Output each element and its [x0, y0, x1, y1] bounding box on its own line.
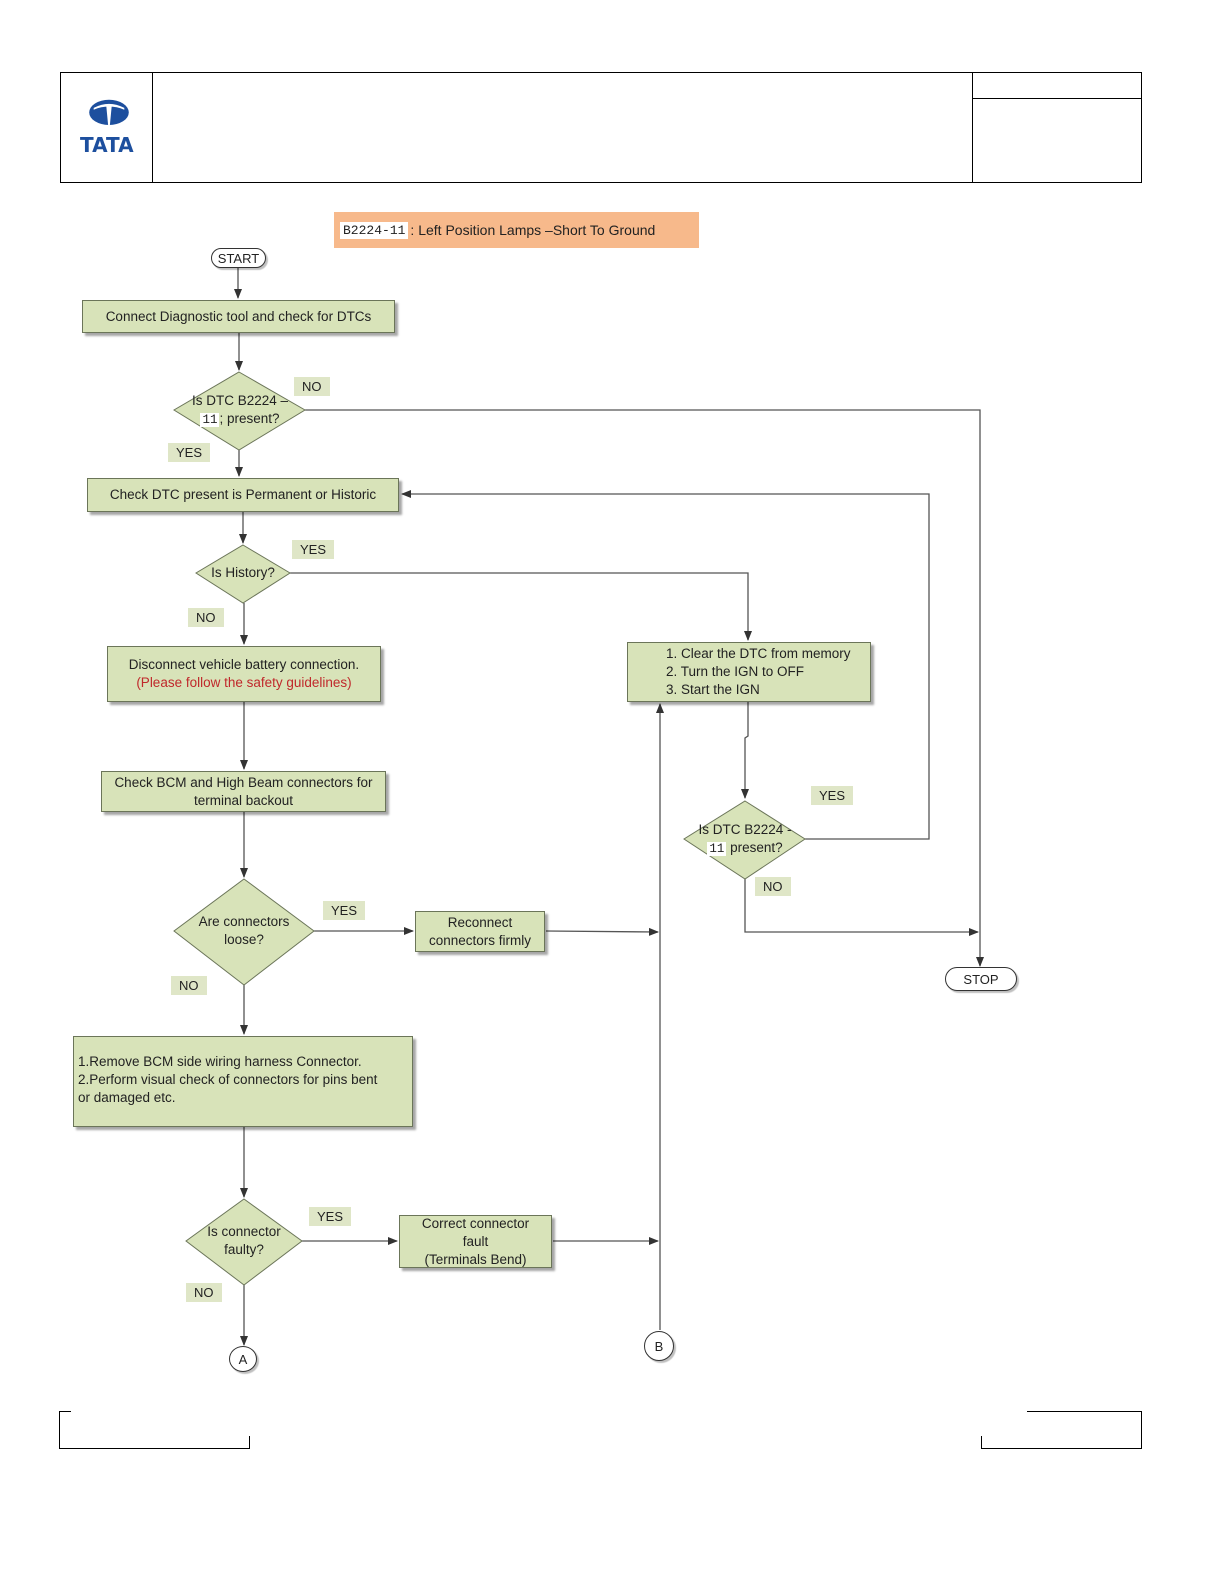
label-no-history: NO [188, 608, 224, 627]
step-clear-dtc: 1. Clear the DTC from memory 2. Turn the… [627, 642, 871, 702]
label-no-loose: NO [171, 976, 207, 995]
header-divider-right [972, 72, 973, 183]
stop-terminator: STOP [945, 967, 1017, 991]
header-divider-logo [152, 72, 153, 183]
diamond-dtc-present-1 [173, 371, 306, 451]
header-frame-top [60, 72, 1142, 73]
step-remove-bcm-harness: 1.Remove BCM side wiring harness Connect… [73, 1036, 413, 1127]
footer-right-tick [981, 1436, 982, 1449]
dtc-code: B2224-11 [340, 221, 409, 239]
dtc-title-banner: B2224-11 : Left Position Lamps –Short To… [334, 212, 699, 248]
start-terminator: START [211, 248, 266, 268]
footer-left-tick [249, 1436, 250, 1449]
diamond-history [195, 544, 291, 604]
label-no-dtc-present-2: NO [755, 877, 791, 896]
tata-logo-icon [89, 99, 129, 125]
diamond-loose [173, 878, 315, 986]
decision-dtc-present-1-text: Is DTC B2224 – 11; present? [191, 393, 289, 427]
connector-a: A [229, 1346, 257, 1372]
footer-left-top [59, 1411, 71, 1412]
decision-loose-text: Are connectors loose? [198, 914, 290, 947]
label-yes-loose: YES [323, 901, 366, 920]
footer-right-bottom [981, 1448, 1142, 1449]
label-yes-dtc-present-1: YES [168, 443, 211, 462]
diamond-dtc-present-2 [683, 800, 806, 880]
step-check-permanent-historic: Check DTC present is Permanent or Histor… [87, 478, 399, 512]
label-yes-dtc-present-2: YES [811, 786, 854, 805]
footer-left-bottom [59, 1448, 250, 1449]
step-check-bcm-connectors: Check BCM and High Beam connectors for t… [101, 771, 386, 812]
diamond-faulty [185, 1198, 303, 1286]
label-yes-history: YES [292, 540, 335, 559]
label-no-dtc-present-1: NO [294, 377, 330, 396]
label-yes-faulty: YES [309, 1207, 352, 1226]
header-right-subdivider [972, 98, 1142, 99]
footer-right-top [1027, 1411, 1142, 1412]
step-correct-connector-fault: Correct connector fault (Terminals Bend) [399, 1215, 552, 1268]
decision-diamonds [173, 371, 806, 1286]
footer-left-side [59, 1411, 60, 1449]
connector-b: B [644, 1331, 674, 1361]
decision-history-text: Is History? [211, 565, 275, 580]
decision-dtc-present-2-text: Is DTC B2224 - 11 present? [698, 822, 792, 856]
dtc-title-text: : Left Position Lamps –Short To Ground [410, 222, 656, 238]
step-connect-diagnostic: Connect Diagnostic tool and check for DT… [82, 300, 395, 333]
safety-warning: (Please follow the safety guidelines) [136, 675, 352, 690]
header-frame-left [60, 72, 61, 183]
step-disconnect-battery: Disconnect vehicle battery connection. (… [107, 646, 381, 702]
decision-faulty-text: Is connector faulty? [207, 1224, 281, 1257]
label-no-faulty: NO [186, 1283, 222, 1302]
step-reconnect-connectors: Reconnect connectors firmly [415, 911, 545, 952]
header-frame-bottom [60, 182, 1142, 183]
header-frame-right [1141, 72, 1142, 183]
tata-logo-text: TATA [80, 133, 134, 157]
footer-right-side [1141, 1411, 1142, 1449]
